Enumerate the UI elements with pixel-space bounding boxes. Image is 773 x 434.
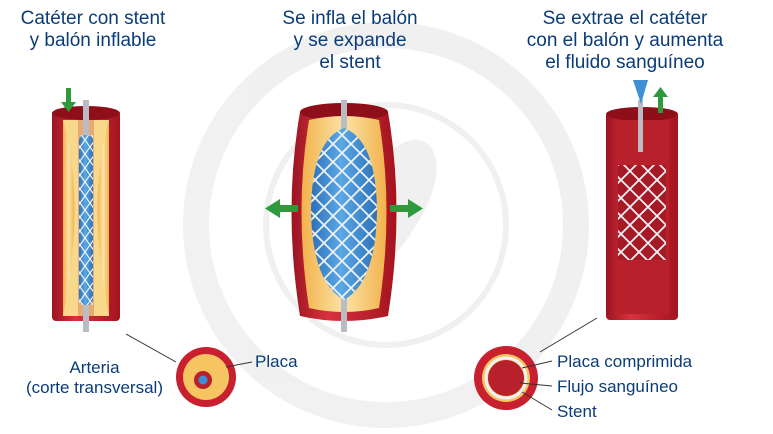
step3-caption: Se extrae el catéter con el balón y aume…: [500, 8, 750, 74]
step2-caption-line1: Se infla el balón: [282, 8, 418, 29]
step2-caption-line3: el stent: [319, 52, 381, 73]
step1-caption: Catéter con stent y balón inflable: [8, 8, 178, 52]
label-arteria: Arteria (corte transversal): [12, 358, 177, 398]
cross-section-artery: [125, 333, 253, 407]
step1-caption-line1: Catéter con stent: [20, 8, 166, 29]
step3-catheter: [633, 80, 648, 152]
step1-down-arrow-icon: [61, 88, 76, 112]
label-placa-comprimida: Placa comprimida: [557, 352, 693, 371]
label-arteria-line2: (corte transversal): [26, 378, 163, 397]
step1-catheter: [79, 100, 93, 332]
step3-up-arrow-icon: [653, 87, 668, 113]
label-stent: Stent: [557, 402, 597, 421]
step1-caption-line2: y balón inflable: [29, 30, 157, 51]
step2-balloon: [311, 100, 377, 332]
step3-caption-line3: el fluido sanguíneo: [545, 52, 705, 73]
step2-caption-line2: y se expande: [293, 30, 407, 51]
step2-left-arrow-icon: [265, 199, 298, 218]
label-placa: Placa: [255, 352, 298, 371]
step2-caption: Se infla el balón y se expande el stent: [255, 8, 445, 74]
step2-right-arrow-icon: [390, 199, 423, 218]
label-arteria-line1: Arteria: [69, 358, 120, 377]
step3-artery: [606, 107, 678, 320]
label-flujo-sanguineo: Flujo sanguíneo: [557, 377, 678, 396]
step3-caption-line1: Se extrae el catéter: [542, 8, 708, 29]
cross-section-stent: [474, 317, 598, 411]
step3-caption-line2: con el balón y aumenta: [526, 30, 724, 51]
